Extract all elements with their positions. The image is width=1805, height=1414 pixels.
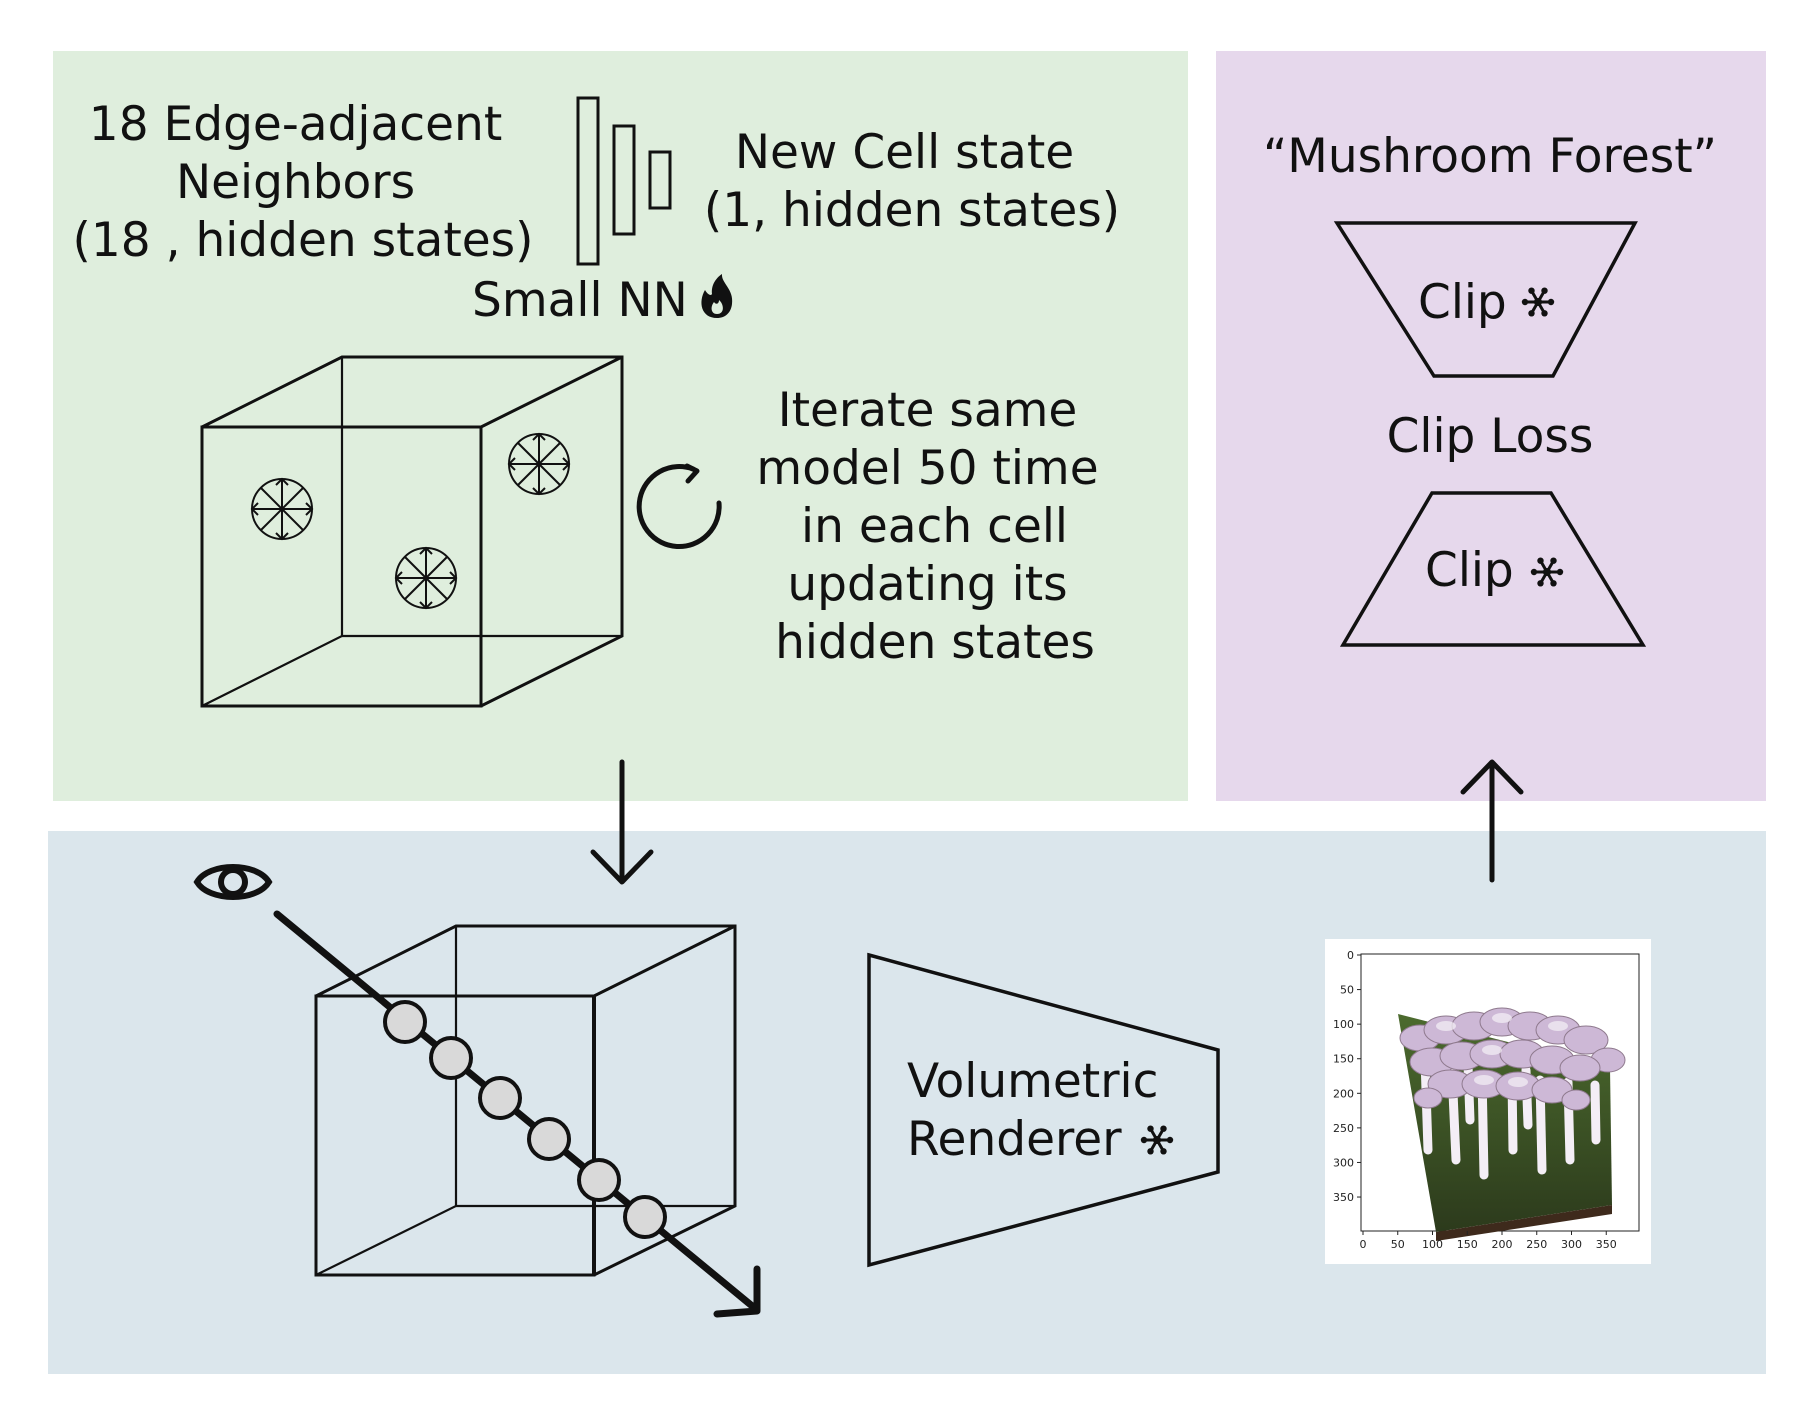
renderer-label: Volumetric Renderer: [907, 1054, 1173, 1167]
x-tick-label: 150: [1457, 1238, 1478, 1251]
neighbors-line-2: Neighbors: [176, 155, 415, 210]
iterate-line-3: in each cell: [801, 499, 1068, 554]
mushroom-forest-render: [1398, 1007, 1626, 1241]
neighbors-label: 18 Edge-adjacent Neighbors (18 , hidden …: [72, 97, 533, 268]
y-tick-label: 200: [1333, 1087, 1354, 1100]
volumetric-renderer-shape: [867, 952, 1220, 1268]
y-tick-label: 350: [1333, 1191, 1354, 1204]
up-arrow: [1460, 759, 1524, 883]
y-tick-label: 100: [1333, 1018, 1354, 1031]
ray-sample-point: [429, 1036, 473, 1080]
eye-icon: [193, 864, 273, 900]
y-tick-label: 300: [1333, 1156, 1354, 1169]
x-tick-label: 250: [1526, 1238, 1547, 1251]
x-tick-label: 0: [1360, 1238, 1367, 1251]
cell-neighbor-icon-1: [251, 478, 313, 540]
render-output-plot: 0 50 100 150 200 250 300 350 0 50 100 150 200 250 300 3…: [1325, 939, 1651, 1264]
ray-sample-point: [478, 1076, 522, 1120]
renderer-line-1: Volumetric: [907, 1054, 1158, 1109]
neighbors-line-1: 18 Edge-adjacent: [89, 97, 502, 152]
clip-top-label: Clip: [1418, 275, 1507, 330]
plot-tick-labels: 0 50 100 150 200 250 300 350 0 50 100 150 200 250 300 3…: [1333, 949, 1617, 1251]
ray-sample-points: [383, 1000, 667, 1239]
x-tick-label: 100: [1422, 1238, 1443, 1251]
clip-text-encoder-shape: [1333, 221, 1638, 378]
clip-bottom-label: Clip: [1425, 543, 1514, 598]
ray-sample-point: [527, 1117, 571, 1161]
y-tick-label: 150: [1333, 1053, 1354, 1066]
new-cell-line-1: New Cell state: [735, 125, 1074, 180]
clip-image-encoder-shape: [1339, 491, 1647, 647]
camera-ray: [273, 910, 761, 1318]
ray-sample-point: [577, 1158, 621, 1202]
y-tick-label: 250: [1333, 1122, 1354, 1135]
iterate-line-4: updating its: [787, 557, 1067, 612]
voxel-grid-cube: [200, 355, 624, 708]
x-tick-label: 350: [1596, 1238, 1617, 1251]
ray-sample-point: [383, 1000, 427, 1044]
neighbors-line-3: (18 , hidden states): [72, 213, 533, 268]
y-tick-label: 0: [1347, 949, 1354, 962]
small-nn-icon: [576, 96, 672, 266]
x-tick-label: 50: [1391, 1238, 1405, 1251]
ray-sample-point: [623, 1195, 667, 1239]
down-arrow: [590, 759, 654, 885]
new-cell-label: New Cell state (1, hidden states): [704, 125, 1120, 238]
new-cell-line-2: (1, hidden states): [704, 183, 1120, 238]
prompt-text: “Mushroom Forest”: [1263, 129, 1717, 184]
iterate-label: Iterate same model 50 time in each cell …: [756, 383, 1113, 670]
render-volume-cube: [314, 924, 737, 1277]
purple-panel: [1216, 51, 1766, 801]
refresh-icon: [636, 463, 722, 550]
iterate-line-1: Iterate same: [778, 383, 1078, 438]
plot-ticks: [1357, 954, 1607, 1235]
clip-loss-label: Clip Loss: [1387, 409, 1594, 464]
iterate-line-5: hidden states: [775, 615, 1095, 670]
renderer-line-2: Renderer: [907, 1112, 1122, 1167]
flame-icon: [701, 274, 733, 318]
cell-neighbor-icon-2: [395, 547, 457, 609]
iterate-line-2: model 50 time: [756, 441, 1098, 496]
x-tick-label: 300: [1561, 1238, 1582, 1251]
small-nn-label: Small NN: [472, 273, 688, 328]
y-tick-label: 50: [1340, 984, 1354, 997]
cell-neighbor-icon-3: [508, 433, 570, 495]
x-tick-label: 200: [1492, 1238, 1513, 1251]
